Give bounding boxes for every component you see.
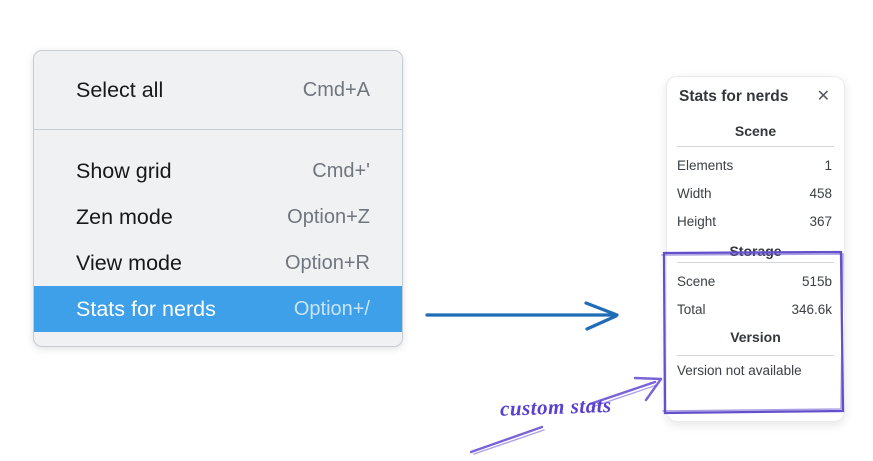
close-icon[interactable]: ✕ (816, 88, 830, 105)
menu-divider (34, 129, 402, 130)
menu-to-panel-arrow-icon (425, 301, 619, 331)
context-menu: Select all Cmd+A Show grid Cmd+' Zen mod… (33, 50, 403, 347)
menu-item-label: Stats for nerds (76, 296, 216, 321)
stat-row-width: Width 458 (667, 179, 844, 207)
stat-label: Height (677, 213, 717, 229)
stat-value: 515b (801, 273, 832, 289)
stat-label: Width (677, 185, 712, 201)
stat-row-total-storage: Total 346.6k (667, 295, 844, 323)
stat-row-scene-storage: Scene 515b (667, 267, 844, 295)
custom-stats-annotation: custom stats (499, 392, 612, 421)
stat-value: 346.6k (791, 301, 832, 317)
section-title-scene: Scene (734, 123, 777, 139)
menu-item-shortcut: Option+Z (287, 205, 370, 228)
stats-panel-title: Stats for nerds (679, 88, 789, 105)
menu-item-label: View mode (76, 250, 182, 275)
menu-item-label: Select all (76, 77, 164, 102)
stat-row-height: Height 367 (667, 207, 844, 235)
menu-item-shortcut: Cmd+A (302, 78, 370, 101)
section-title-storage: Storage (729, 243, 782, 259)
menu-item-label: Show grid (76, 158, 172, 183)
stats-panel: Stats for nerds ✕ Scene Elements 1 Width… (666, 76, 845, 422)
menu-section-bottom: Show grid Cmd+' Zen mode Option+Z View m… (34, 130, 402, 345)
stat-row-elements: Elements 1 (667, 151, 844, 179)
stat-value: 458 (809, 185, 832, 201)
version-note: Version not available (677, 362, 802, 378)
menu-item-zen-mode[interactable]: Zen mode Option+Z (34, 194, 402, 240)
menu-item-select-all[interactable]: Select all Cmd+A (34, 67, 402, 113)
stats-panel-header: Stats for nerds ✕ (667, 77, 844, 106)
menu-item-view-mode[interactable]: View mode Option+R (34, 240, 402, 286)
menu-item-shortcut: Cmd+' (312, 159, 370, 182)
panel-divider (677, 146, 834, 147)
menu-item-shortcut: Option+/ (293, 297, 370, 320)
section-title-version: Version (730, 329, 781, 345)
menu-item-show-grid[interactable]: Show grid Cmd+' (34, 148, 402, 194)
stat-label: Scene (677, 273, 716, 289)
menu-item-shortcut: Option+R (284, 251, 370, 274)
menu-item-stats-for-nerds[interactable]: Stats for nerds Option+/ (34, 286, 402, 332)
stat-value: 367 (809, 213, 832, 229)
stat-label: Elements (677, 157, 734, 173)
panel-divider (677, 262, 834, 263)
stat-value: 1 (824, 157, 832, 173)
menu-section-top: Select all Cmd+A (34, 51, 402, 129)
stat-label: Total (677, 301, 706, 317)
menu-item-label: Zen mode (76, 204, 173, 229)
